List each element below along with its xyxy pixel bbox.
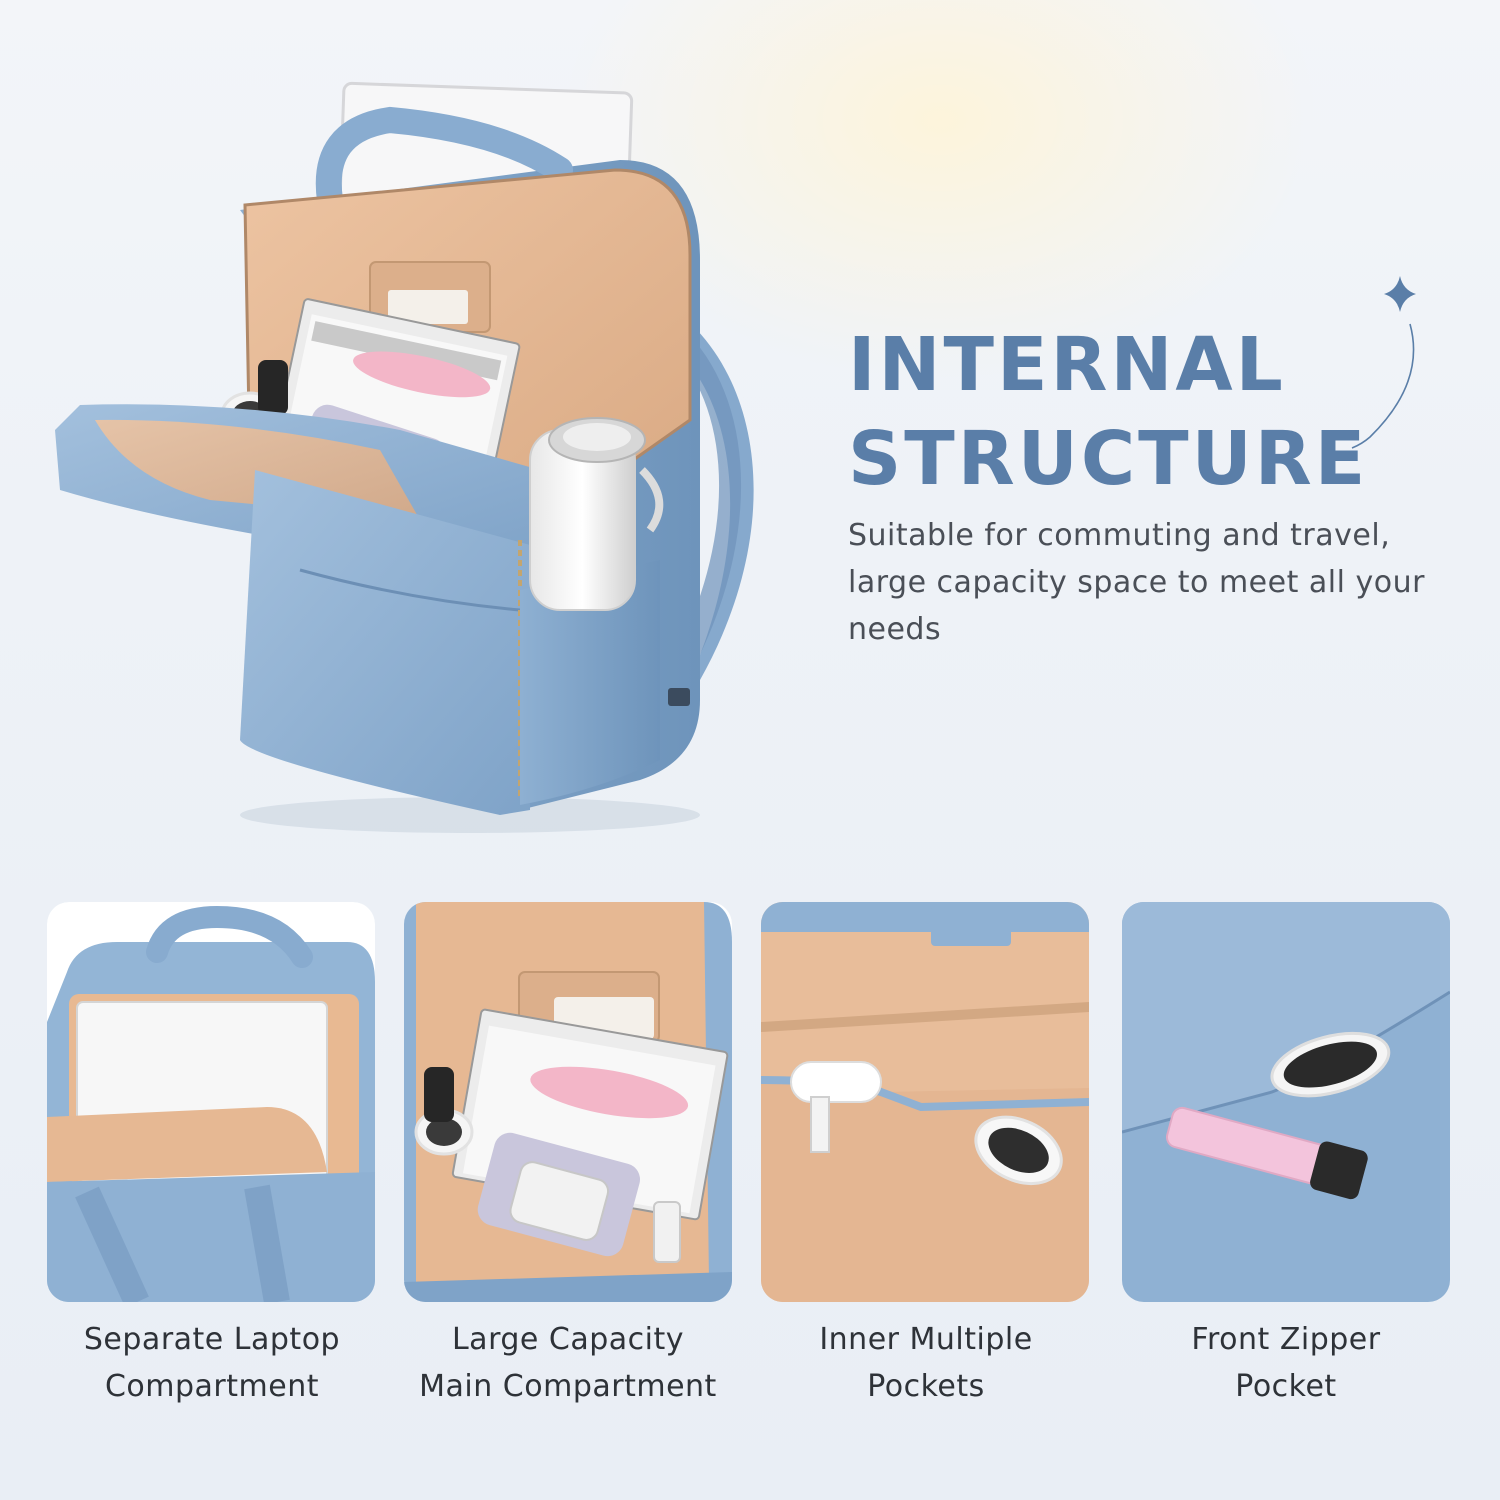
caption-line-2: Compartment: [104, 1369, 319, 1404]
caption-line-1: Front Zipper: [1191, 1322, 1381, 1357]
feature-image-main-compartment: [404, 902, 732, 1302]
main-compartment-illustration: [404, 902, 732, 1302]
caption-line-1: Large Capacity: [451, 1322, 685, 1357]
hero-backpack-image: [55, 81, 754, 833]
feature-caption-front: Front Zipper Pocket: [1106, 1316, 1466, 1410]
feature-image-front-zipper-pocket: [1122, 902, 1450, 1302]
caption-line-1: Inner Multiple: [819, 1322, 1033, 1357]
feature-caption-laptop: Separate Laptop Compartment: [32, 1316, 392, 1410]
caption-line-2: Pockets: [867, 1369, 985, 1404]
feature-image-laptop-compartment: [47, 902, 375, 1302]
sparkle-star-icon: [1351, 276, 1416, 449]
section-description: Suitable for commuting and travel, large…: [848, 518, 1425, 647]
heading-line-1: INTERNAL: [848, 322, 1286, 408]
front-pocket-illustration: [1122, 902, 1450, 1302]
caption-line-2: Pocket: [1235, 1369, 1337, 1404]
heading-line-2: STRUCTURE: [848, 416, 1369, 502]
feature-caption-inner: Inner Multiple Pockets: [746, 1316, 1106, 1410]
laptop-sleeve-illustration: [47, 902, 375, 1302]
caption-line-2: Main Compartment: [419, 1369, 717, 1404]
inner-pockets-illustration: [761, 902, 1089, 1302]
feature-caption-main: Large Capacity Main Compartment: [388, 1316, 748, 1410]
caption-line-1: Separate Laptop: [83, 1322, 341, 1357]
feature-image-inner-pockets: [761, 902, 1089, 1302]
section-heading: INTERNAL STRUCTURE: [848, 318, 1368, 506]
